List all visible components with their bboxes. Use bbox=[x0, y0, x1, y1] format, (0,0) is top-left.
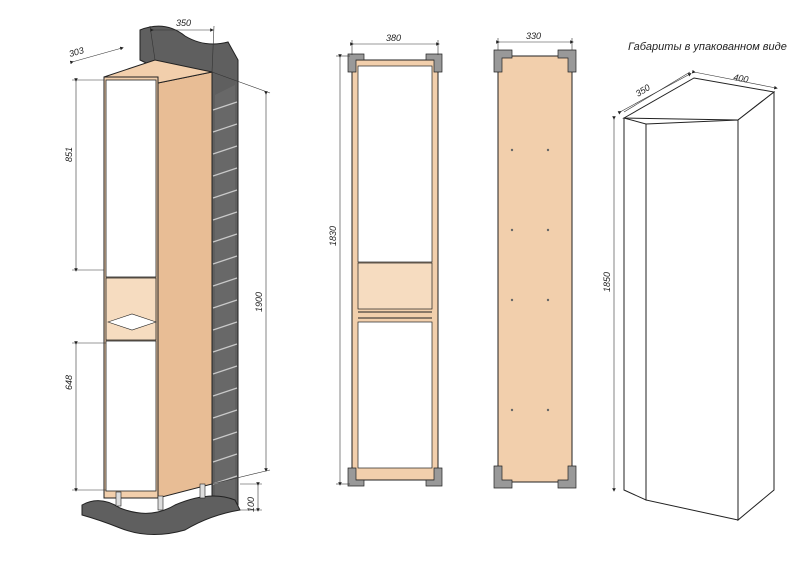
dim-width-380: 380 bbox=[386, 33, 401, 43]
package-dimensions-view: Габариты в упакованном виде 400 350 1850 bbox=[602, 41, 787, 522]
middle-shelf-niche bbox=[357, 262, 433, 310]
leg bbox=[157, 495, 164, 511]
dim-total-height-1900: 1900 bbox=[254, 292, 264, 312]
upper-door bbox=[105, 79, 157, 278]
dim-package-width-400: 400 bbox=[733, 72, 750, 84]
wall-tiles bbox=[139, 25, 239, 511]
floor-tiles bbox=[81, 495, 241, 536]
cabinet-side-panel bbox=[157, 71, 213, 499]
dim-upper-door-851: 851 bbox=[64, 147, 74, 162]
cabinet-front-section-view: 380 1830 bbox=[328, 33, 443, 487]
cabinet-isometric-view: 350 303 851 648 1900 100 bbox=[64, 18, 271, 536]
dim-lower-door-648: 648 bbox=[64, 375, 74, 390]
leg bbox=[115, 491, 122, 507]
package-title: Габариты в упакованном виде bbox=[628, 41, 787, 53]
dim-package-height-1850: 1850 bbox=[602, 272, 612, 292]
cabinet-back-view: 330 bbox=[493, 31, 577, 489]
dim-width-330: 330 bbox=[526, 31, 541, 41]
dim-depth-303: 303 bbox=[68, 45, 85, 59]
dim-leg-height-100: 100 bbox=[246, 497, 256, 512]
open-niche bbox=[105, 277, 157, 341]
lower-door bbox=[105, 340, 157, 492]
leg bbox=[199, 483, 206, 499]
dim-height-1830: 1830 bbox=[328, 226, 338, 246]
dim-width-350: 350 bbox=[176, 18, 191, 28]
